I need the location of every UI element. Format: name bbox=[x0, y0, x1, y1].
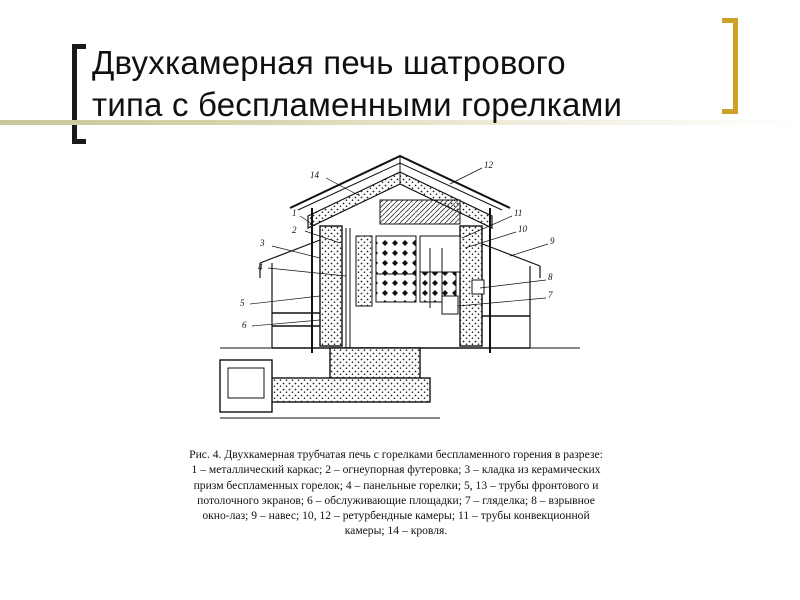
callout-6: 6 bbox=[242, 320, 247, 330]
service-platforms bbox=[220, 312, 580, 349]
figure-caption-legend: 1 – металлический каркас; 2 – огнеупорна… bbox=[191, 463, 601, 538]
screen-tubes bbox=[345, 199, 461, 348]
figure-caption: Рис. 4. Двухкамерная трубчатая печь с го… bbox=[186, 447, 606, 539]
callout-9: 9 bbox=[550, 236, 555, 246]
burner-panels bbox=[355, 235, 461, 307]
figure-caption-title: Рис. 4. Двухкамерная трубчатая печь с го… bbox=[189, 448, 603, 461]
callout-10: 10 bbox=[518, 224, 528, 234]
callout-8: 8 bbox=[548, 272, 553, 282]
callout-4: 4 bbox=[258, 262, 263, 272]
furnace-cross-section-drawing: 14 12 2 11 3 10 9 1 4 8 5 7 6 bbox=[219, 154, 580, 419]
flue-duct bbox=[219, 347, 440, 419]
slide-title-line-1: Двухкамерная печь шатрового bbox=[92, 44, 566, 81]
callout-1: 1 bbox=[292, 208, 297, 218]
callout-2: 2 bbox=[292, 225, 297, 235]
callout-labels: 14 12 2 11 3 10 9 1 4 8 5 7 6 bbox=[240, 160, 555, 330]
slide-title-line-2: типа с беспламенными горелками bbox=[92, 86, 623, 123]
title-bracket-right bbox=[722, 18, 738, 114]
peephole-and-hatch bbox=[441, 279, 485, 315]
title-rule bbox=[0, 120, 800, 125]
callout-7: 7 bbox=[548, 290, 553, 300]
callout-3: 3 bbox=[259, 238, 265, 248]
callout-14: 14 bbox=[310, 170, 320, 180]
furnace-walls bbox=[271, 208, 531, 353]
callout-5: 5 bbox=[240, 298, 245, 308]
callout-12: 12 bbox=[484, 160, 494, 170]
callout-11: 11 bbox=[514, 208, 522, 218]
callout-leaders bbox=[249, 167, 549, 327]
title-bracket-left bbox=[72, 44, 86, 144]
